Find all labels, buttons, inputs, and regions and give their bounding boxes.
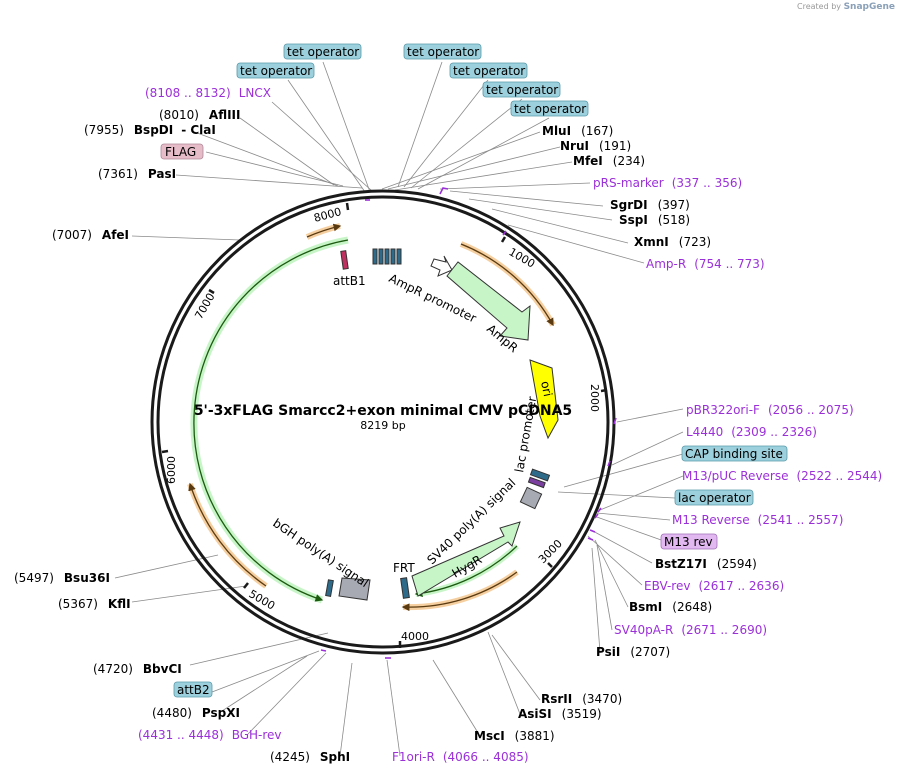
enzyme-msci: MscI(3881) [474, 729, 555, 743]
enzyme-mlui: MluI(167) [542, 124, 613, 138]
ori-feature [529, 359, 559, 440]
primer-sv40pa-r: SV40pA-R(2671 .. 2690) [614, 623, 767, 637]
tick-marks [161, 202, 608, 648]
tet-box-4 [390, 248, 396, 265]
enzyme-bbvci: (4720)BbvCI [93, 662, 182, 676]
plasmid-size: 8219 bp [360, 419, 405, 432]
tet-operator-labels: tet operator tet operator tet operator t… [236, 43, 589, 117]
cap-binding-label: CAP binding site [685, 447, 783, 461]
lac-operator-feature [527, 476, 546, 489]
primer-m13-reverse: M13 Reverse(2541 .. 2557) [672, 513, 843, 527]
bgh-feature [338, 577, 371, 601]
orf-arc-green [190, 236, 349, 604]
primer-prs-marker: pRS-marker(337 .. 356) [593, 176, 742, 190]
tet-operator-3-label: tet operator [240, 64, 312, 78]
enzyme-afei: (7007)AfeI [52, 228, 129, 242]
tet-operator-6-label: tet operator [514, 102, 586, 116]
frt-label: FRT [393, 561, 415, 575]
tick-label-4000: 4000 [401, 630, 429, 643]
tet-box-5 [396, 248, 402, 265]
enzyme-xmni: XmnI(723) [634, 235, 711, 249]
orf-arc-hygr-green-line [414, 545, 518, 598]
frt-feature [400, 577, 410, 599]
tick-label-1000: 1000 [507, 245, 538, 270]
snapgene-logo: SnapGene [843, 2, 895, 12]
primer-l4440: L4440(2309 .. 2326) [686, 425, 817, 439]
lac-promoter-feature [519, 486, 543, 510]
ampr-promoter-feature [430, 255, 453, 277]
tet-operator-4-label: tet operator [453, 64, 525, 78]
flag-label: FLAG [165, 145, 196, 159]
tick-label-5000: 5000 [247, 587, 278, 612]
primer-pbr322ori-f: pBR322ori-F(2056 .. 2075) [686, 403, 854, 417]
tet-operator-box-6 [510, 100, 589, 117]
enzyme-pasi: (7361)PasI [98, 167, 176, 181]
attb1-feature [340, 250, 349, 270]
ampr-feature [446, 261, 531, 341]
tick-label-2000: 2000 [588, 384, 601, 412]
cap-binding-box [681, 445, 788, 462]
enzyme-bsmi: BsmI(2648) [629, 600, 712, 614]
primer-f1ori-r: F1ori-R(4066 .. 4085) [392, 750, 529, 764]
enzyme-psii: PsiI(2707) [596, 645, 670, 659]
enzyme-asisi: AsiSI(3519) [518, 707, 602, 721]
cap-site-feature [529, 468, 551, 482]
enzyme-sspi: SspI(518) [619, 213, 690, 227]
tet-operator-box-4 [449, 62, 528, 79]
bgh-polya-label: bGH poly(A) signal [270, 516, 371, 590]
orf-arc-hygr-line [401, 571, 518, 612]
flag-box [160, 143, 204, 160]
tet-operator-5-label: tet operator [486, 83, 558, 97]
plasmid-name: 5'-3xFLAG Smarcc2+exon minimal CMV pCDNA… [194, 403, 572, 419]
enzyme-sphi: (4245)SphI [270, 750, 350, 764]
lac-operator-box [674, 489, 754, 506]
credit-prefix: Created by [797, 2, 842, 11]
m13-rev-box [660, 533, 718, 550]
enzyme-nrui: NruI(191) [560, 139, 631, 153]
tet-operator-box-1 [283, 43, 362, 60]
attb2-feature [325, 579, 334, 597]
orf-arc-top-line [306, 223, 342, 238]
primer-bgh-rev: (4431 .. 4448)BGH-rev [138, 728, 282, 742]
tick-label-6000: 6000 [165, 456, 178, 484]
enzyme-mfei: MfeI(234) [573, 154, 645, 168]
tet-box-3 [384, 248, 390, 265]
enzyme-bspdi: (7955)BspDI- ClaI [84, 123, 216, 137]
backbone-inner [156, 195, 610, 649]
primer-marks [320, 187, 617, 659]
enzyme-bsu36i: (5497)Bsu36I [14, 571, 110, 585]
m13-rev-label: M13 rev [664, 535, 713, 549]
tet-operator-2-label: tet operator [407, 45, 479, 59]
enzyme-sgrdi: SgrDI(397) [610, 198, 690, 212]
primer-lncx: (8108 .. 8132)LNCX [145, 86, 271, 100]
attb2-label: attB2 [177, 683, 210, 697]
enzyme-kfli: (5367)KflI [58, 597, 131, 611]
ori-label: ori [538, 380, 555, 398]
snapgene-credit: Created by SnapGene [797, 2, 895, 12]
leader-lines [114, 61, 684, 757]
lac-operator-label: lac operator [678, 491, 751, 505]
primer-amp-r: Amp-R(754 .. 773) [646, 257, 765, 271]
tet-operator-box-5 [482, 81, 561, 98]
hygr-feature [411, 521, 521, 597]
orf-arc-green-line [193, 239, 349, 602]
attb2-box [173, 681, 213, 698]
enzyme-bstz17i: BstZ17I(2594) [655, 557, 757, 571]
enzyme-rsrii: RsrII(3470) [541, 692, 622, 706]
tet-box-1 [372, 248, 378, 265]
tet-operator-box-2 [403, 43, 482, 60]
orf-arc-left-line [188, 482, 267, 587]
attb1-label: attB1 [333, 274, 366, 288]
tet-box-2 [378, 248, 384, 265]
primer-m13-puc-reverse: M13/pUC Reverse(2522 .. 2544) [682, 469, 882, 483]
primer-ebv-rev: EBV-rev(2617 .. 2636) [644, 579, 784, 593]
enzyme-pspxi: (4480)PspXI [152, 706, 240, 720]
tet-operator-box-3 [236, 62, 315, 79]
orf-arc-ampr-line [460, 243, 554, 327]
enzyme-afliii: (8010)AflIII [159, 108, 240, 122]
tet-operator-1-label: tet operator [287, 45, 359, 59]
